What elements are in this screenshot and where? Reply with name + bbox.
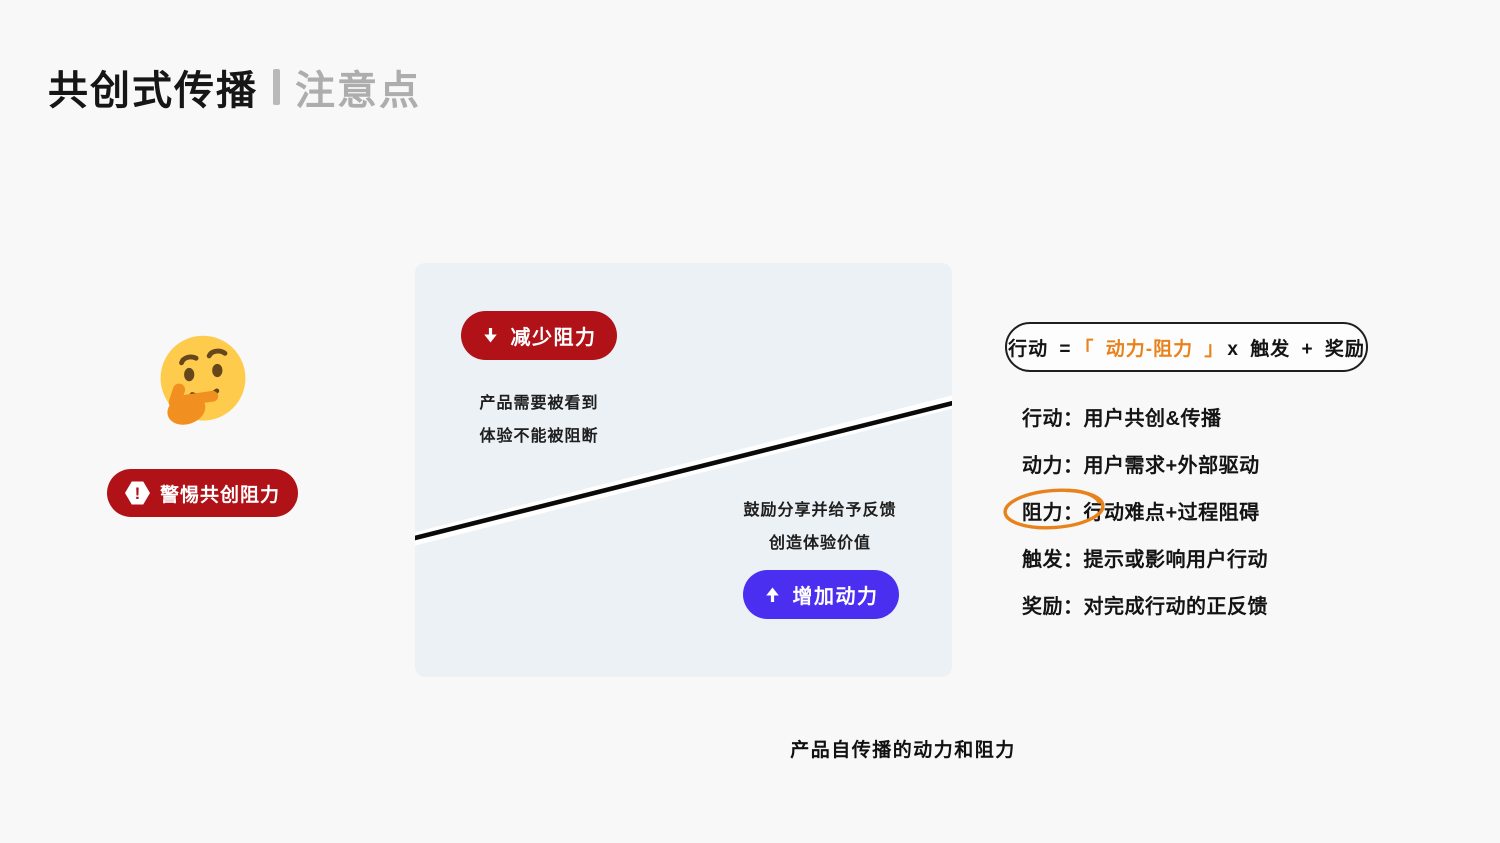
definition-term: 阻力： xyxy=(1022,501,1084,524)
increase-note-2: 创造体验价值 xyxy=(768,535,871,552)
definitions-list: 行动： 用户共创&传播 动力： 用户需求+外部驱动 阻力： 行动难点+过程阻碍 … xyxy=(1003,403,1268,638)
arrow-down-icon xyxy=(483,328,497,343)
definition-row-trigger: 触发： 提示或影响用户行动 xyxy=(1022,544,1268,571)
formula-highlight: 「 动力-阻力 」 xyxy=(1074,338,1225,360)
increase-motivation-pill: 增加动力 xyxy=(743,570,899,619)
header: 共创式传播 注意点 xyxy=(48,58,421,116)
warning-hexagon-icon: ! xyxy=(124,481,150,505)
title-divider xyxy=(273,69,280,105)
diagram-caption: 产品自传播的动力和阻力 xyxy=(790,740,1016,761)
warning-badge-label: 警惕共创阻力 xyxy=(159,484,280,506)
definition-row-reward: 奖励： 对完成行动的正反馈 xyxy=(1022,591,1268,618)
definition-row-motivation: 动力： 用户需求+外部驱动 xyxy=(1022,450,1268,477)
arrow-up-icon xyxy=(765,587,779,602)
definition-term: 触发： xyxy=(1022,548,1084,571)
definition-row-action: 行动： 用户共创&传播 xyxy=(1022,403,1268,430)
reduce-friction-label: 减少阻力 xyxy=(510,327,597,349)
diagram-panel: 减少阻力 产品需要被看到 体验不能被阻断 鼓励分享并给予反馈 创造体验价值 增加… xyxy=(415,263,952,677)
increase-motivation-label: 增加动力 xyxy=(792,586,879,608)
warning-badge: ! 警惕共创阻力 xyxy=(107,469,298,517)
definition-desc: 用户需求+外部驱动 xyxy=(1083,454,1260,477)
warning-exclamation: ! xyxy=(134,483,141,503)
slope-line xyxy=(415,395,952,546)
definition-desc: 对完成行动的正反馈 xyxy=(1083,595,1268,618)
formula-suffix: x 触发 + 奖励 xyxy=(1227,338,1365,360)
thinking-face-icon xyxy=(160,335,246,425)
definition-term-circled: 阻力： xyxy=(1003,488,1105,529)
definition-term: 动力： xyxy=(1022,454,1084,477)
definition-desc: 行动难点+过程阻碍 xyxy=(1083,501,1260,524)
reduce-note-2: 体验不能被阻断 xyxy=(479,428,599,445)
definition-term: 行动： xyxy=(1022,407,1084,430)
definition-term: 奖励： xyxy=(1022,595,1084,618)
definition-desc: 提示或影响用户行动 xyxy=(1083,548,1268,571)
formula-prefix: 行动 = xyxy=(1008,338,1072,360)
definition-row-friction: 阻力： 行动难点+过程阻碍 xyxy=(1003,488,1268,529)
increase-note-1: 鼓励分享并给予反馈 xyxy=(743,502,897,519)
formula-box: 行动 = 「 动力-阻力 」 x 触发 + 奖励 xyxy=(1005,322,1368,372)
reduce-note-1: 产品需要被看到 xyxy=(479,395,599,412)
reduce-friction-pill: 减少阻力 xyxy=(461,311,617,360)
definition-desc: 用户共创&传播 xyxy=(1083,407,1222,430)
page-subtitle: 注意点 xyxy=(295,69,421,113)
page-title: 共创式传播 xyxy=(48,69,258,113)
